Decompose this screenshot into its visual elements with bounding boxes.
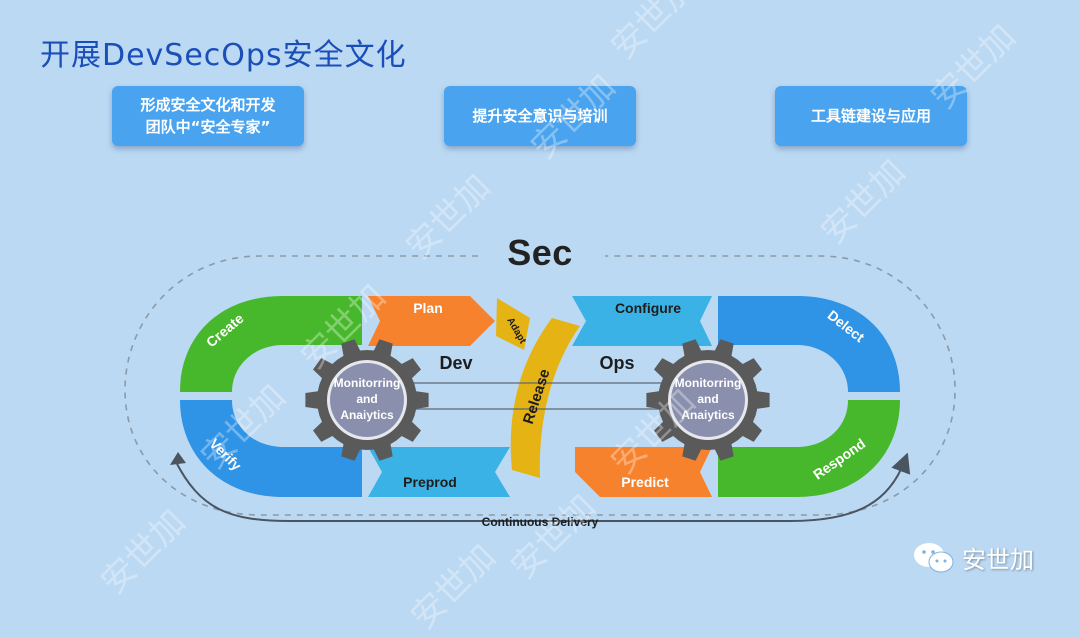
toolchain-box-label: 工具链建设与应用 bbox=[810, 107, 931, 125]
continuous-delivery-arrow bbox=[174, 452, 911, 522]
toolchain-box: 工具链建设与应用 bbox=[775, 86, 967, 146]
culture-box-line2: 团队中“安全专家” bbox=[145, 118, 271, 136]
right-gear-label-line1: Monitorring bbox=[675, 376, 742, 390]
brand-logo: 安世加 bbox=[912, 540, 1034, 575]
adapt-segment bbox=[496, 298, 530, 350]
left-gear-label: Monitorring and Anaiytics bbox=[334, 376, 401, 422]
gear-hub bbox=[330, 363, 404, 437]
training-box-label: 提升安全意识与培训 bbox=[472, 107, 608, 125]
respond-segment bbox=[718, 400, 900, 497]
preprod-segment bbox=[368, 447, 510, 497]
predict-segment bbox=[575, 447, 712, 497]
configure-label: Configure bbox=[615, 300, 681, 316]
dev-label: Dev bbox=[439, 353, 472, 373]
verify-segment bbox=[180, 400, 362, 497]
configure-segment bbox=[572, 296, 712, 346]
brand-name: 安世加 bbox=[962, 546, 1034, 574]
plan-label: Plan bbox=[413, 300, 443, 316]
right-gear-label-line3: Anaiytics bbox=[681, 408, 735, 422]
predict-label: Predict bbox=[621, 474, 669, 490]
culture-box: 形成安全文化和开发 团队中“安全专家” bbox=[112, 86, 304, 146]
left-gear bbox=[305, 339, 429, 461]
right-gear-label: Monitorring and Anaiytics bbox=[675, 376, 742, 422]
plan-segment bbox=[368, 296, 495, 346]
sec-label: Sec bbox=[507, 232, 573, 273]
ops-label: Ops bbox=[599, 353, 634, 373]
detect-segment bbox=[718, 296, 900, 392]
create-segment bbox=[180, 296, 362, 392]
gear-hub bbox=[671, 363, 745, 437]
devsecops-loop-diagram: Continuous Delivery Plan Create Verify P… bbox=[124, 255, 956, 529]
culture-box-line1: 形成安全文化和开发 bbox=[140, 96, 276, 114]
sec-dashed-boundary bbox=[124, 255, 956, 516]
continuous-delivery-arrow-start bbox=[170, 452, 186, 465]
wechat-icon bbox=[914, 542, 954, 572]
left-gear-label-line3: Anaiytics bbox=[340, 408, 394, 422]
left-gear-label-line2: and bbox=[356, 392, 377, 406]
right-gear bbox=[646, 339, 770, 461]
right-gear-label-line2: and bbox=[697, 392, 718, 406]
page-title: 开展DevSecOps安全文化 bbox=[40, 38, 407, 73]
continuous-delivery-label: Continuous Delivery bbox=[482, 515, 599, 529]
left-gear-label-line1: Monitorring bbox=[334, 376, 401, 390]
preprod-label: Preprod bbox=[403, 474, 457, 490]
release-segment bbox=[510, 318, 580, 478]
training-box: 提升安全意识与培训 bbox=[444, 86, 636, 146]
